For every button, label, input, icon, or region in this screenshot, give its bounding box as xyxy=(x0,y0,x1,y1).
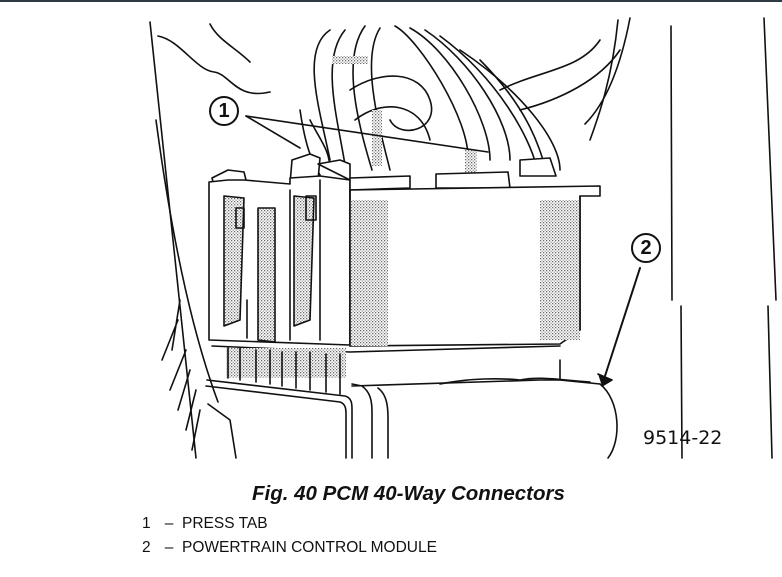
legend-item: 2–POWERTRAIN CONTROL MODULE xyxy=(142,536,437,560)
legend-number: 1 xyxy=(142,515,151,532)
callout-2: 2 xyxy=(631,233,661,263)
figure-number: 9514-22 xyxy=(643,427,723,449)
top-border-rule xyxy=(0,0,782,2)
legend-label: POWERTRAIN CONTROL MODULE xyxy=(182,539,437,556)
legend-separator: – xyxy=(164,539,174,556)
legend-number: 2 xyxy=(142,539,151,556)
callout-1-number: 1 xyxy=(218,99,230,122)
callout-2-number: 2 xyxy=(640,236,652,259)
legend-separator: – xyxy=(164,515,174,532)
legend-item: 1–PRESS TAB xyxy=(142,512,437,536)
figure-caption: Fig. 40 PCM 40-Way Connectors xyxy=(252,482,565,505)
legend-label: PRESS TAB xyxy=(182,515,268,532)
legend-list: 1–PRESS TAB 2–POWERTRAIN CONTROL MODULE xyxy=(142,512,437,560)
pcm-connector-illustration xyxy=(149,17,777,459)
callout-1: 1 xyxy=(209,96,239,126)
